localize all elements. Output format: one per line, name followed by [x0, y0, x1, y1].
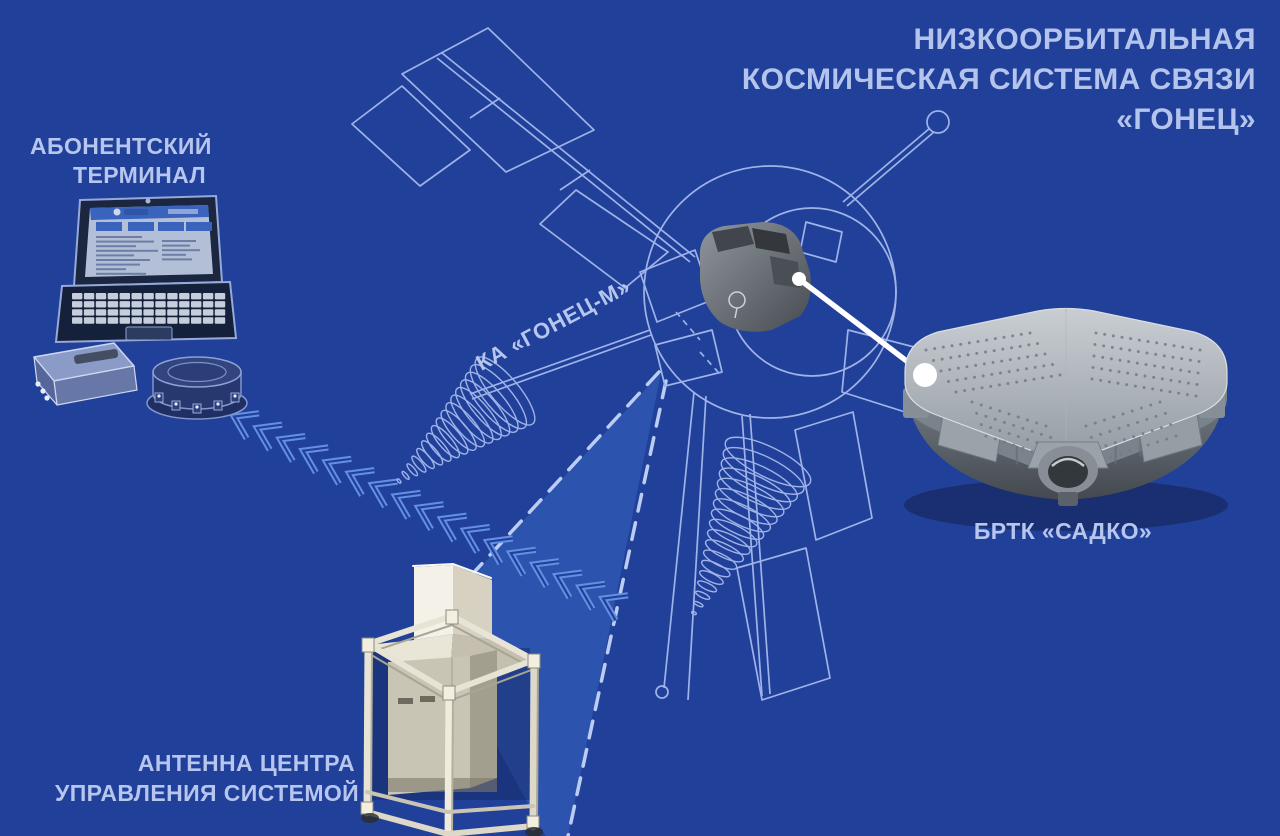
satellite-wireframe	[351, 27, 950, 701]
signal-chevrons	[229, 410, 629, 622]
pointer-line	[792, 272, 928, 378]
subscriber-laptop	[54, 194, 238, 344]
ground-antenna	[360, 562, 543, 836]
solar-panels-bottom	[655, 391, 873, 701]
antenna-boom-right	[842, 110, 950, 207]
subscriber-terminal-label: АБОНЕНТСКИЙ ТЕРМИНАЛ	[30, 133, 212, 188]
brtk-sadko-device	[903, 307, 1228, 531]
subscriber-antenna	[146, 356, 248, 420]
antenna-boom-left	[469, 329, 652, 400]
helical-antenna-left	[396, 356, 536, 484]
helical-antenna-bottom	[690, 436, 812, 616]
title-line-1: НИЗКООРБИТАЛЬНАЯ	[913, 23, 1256, 56]
solar-panels-top	[351, 27, 696, 289]
ground-antenna-label: АНТЕННА ЦЕНТРА УПРАВЛЕНИЯ СИСТЕМОЙ	[55, 750, 360, 806]
brtk-label: БРТК «САДКО»	[973, 518, 1153, 544]
subscriber-modem	[33, 342, 138, 406]
title-line-2: КОСМИЧЕСКАЯ СИСТЕМА СВЯЗИ	[741, 63, 1256, 96]
title-line-3: «ГОНЕЦ»	[1116, 103, 1256, 136]
page-title: НИЗКООРБИТАЛЬНАЯ КОСМИЧЕСКАЯ СИСТЕМА СВЯ…	[742, 20, 1256, 140]
